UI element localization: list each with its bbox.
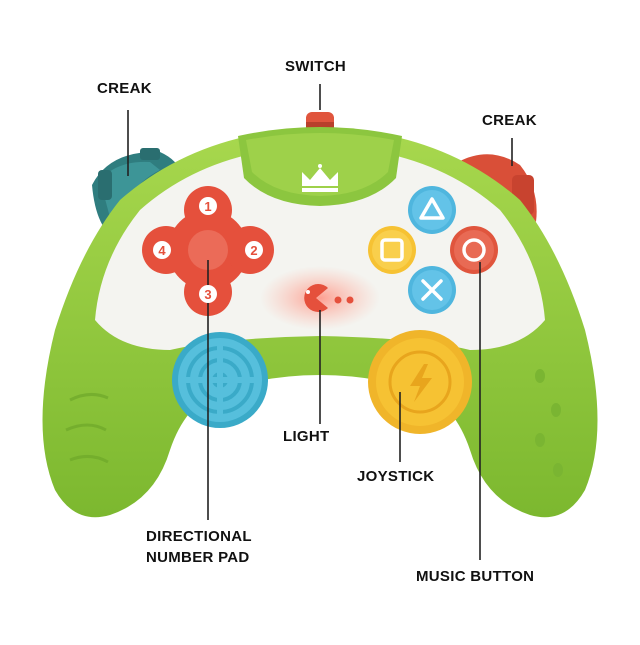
label-light: LIGHT xyxy=(283,428,330,445)
svg-text:3: 3 xyxy=(204,287,211,302)
circle-icon xyxy=(462,238,486,262)
switch-button[interactable] xyxy=(306,112,334,128)
right-grip-bumps xyxy=(535,369,563,477)
left-grip-ridges xyxy=(65,393,109,464)
dpad-number-1: 1 xyxy=(199,197,217,215)
square-icon xyxy=(380,238,404,262)
label-creak-left: CREAK xyxy=(97,80,152,97)
square-button[interactable] xyxy=(368,226,416,274)
triangle-icon xyxy=(419,197,445,220)
label-joystick: JOYSTICK xyxy=(357,468,435,485)
svg-text:4: 4 xyxy=(158,243,166,258)
sensory-knob[interactable] xyxy=(172,332,268,428)
label-music-button: MUSIC BUTTON xyxy=(416,568,535,585)
crown-icon xyxy=(302,164,338,192)
label-directional-line2: NUMBER PAD xyxy=(146,549,250,566)
lightning-icon xyxy=(410,364,432,402)
label-directional-line1: DIRECTIONAL xyxy=(146,528,252,545)
circle-button[interactable] xyxy=(450,226,498,274)
pacman-icon xyxy=(304,284,354,313)
dpad-number-3: 3 xyxy=(199,285,217,303)
svg-text:2: 2 xyxy=(250,243,257,258)
label-creak-right: CREAK xyxy=(482,112,537,129)
label-switch: SWITCH xyxy=(285,58,346,75)
triangle-button[interactable] xyxy=(408,186,456,234)
svg-text:1: 1 xyxy=(204,199,211,214)
directional-number-pad[interactable] xyxy=(142,186,274,316)
dpad-number-4: 4 xyxy=(153,241,171,259)
dpad-number-2: 2 xyxy=(245,241,263,259)
cross-icon xyxy=(421,279,443,301)
callout-lines xyxy=(127,84,513,560)
